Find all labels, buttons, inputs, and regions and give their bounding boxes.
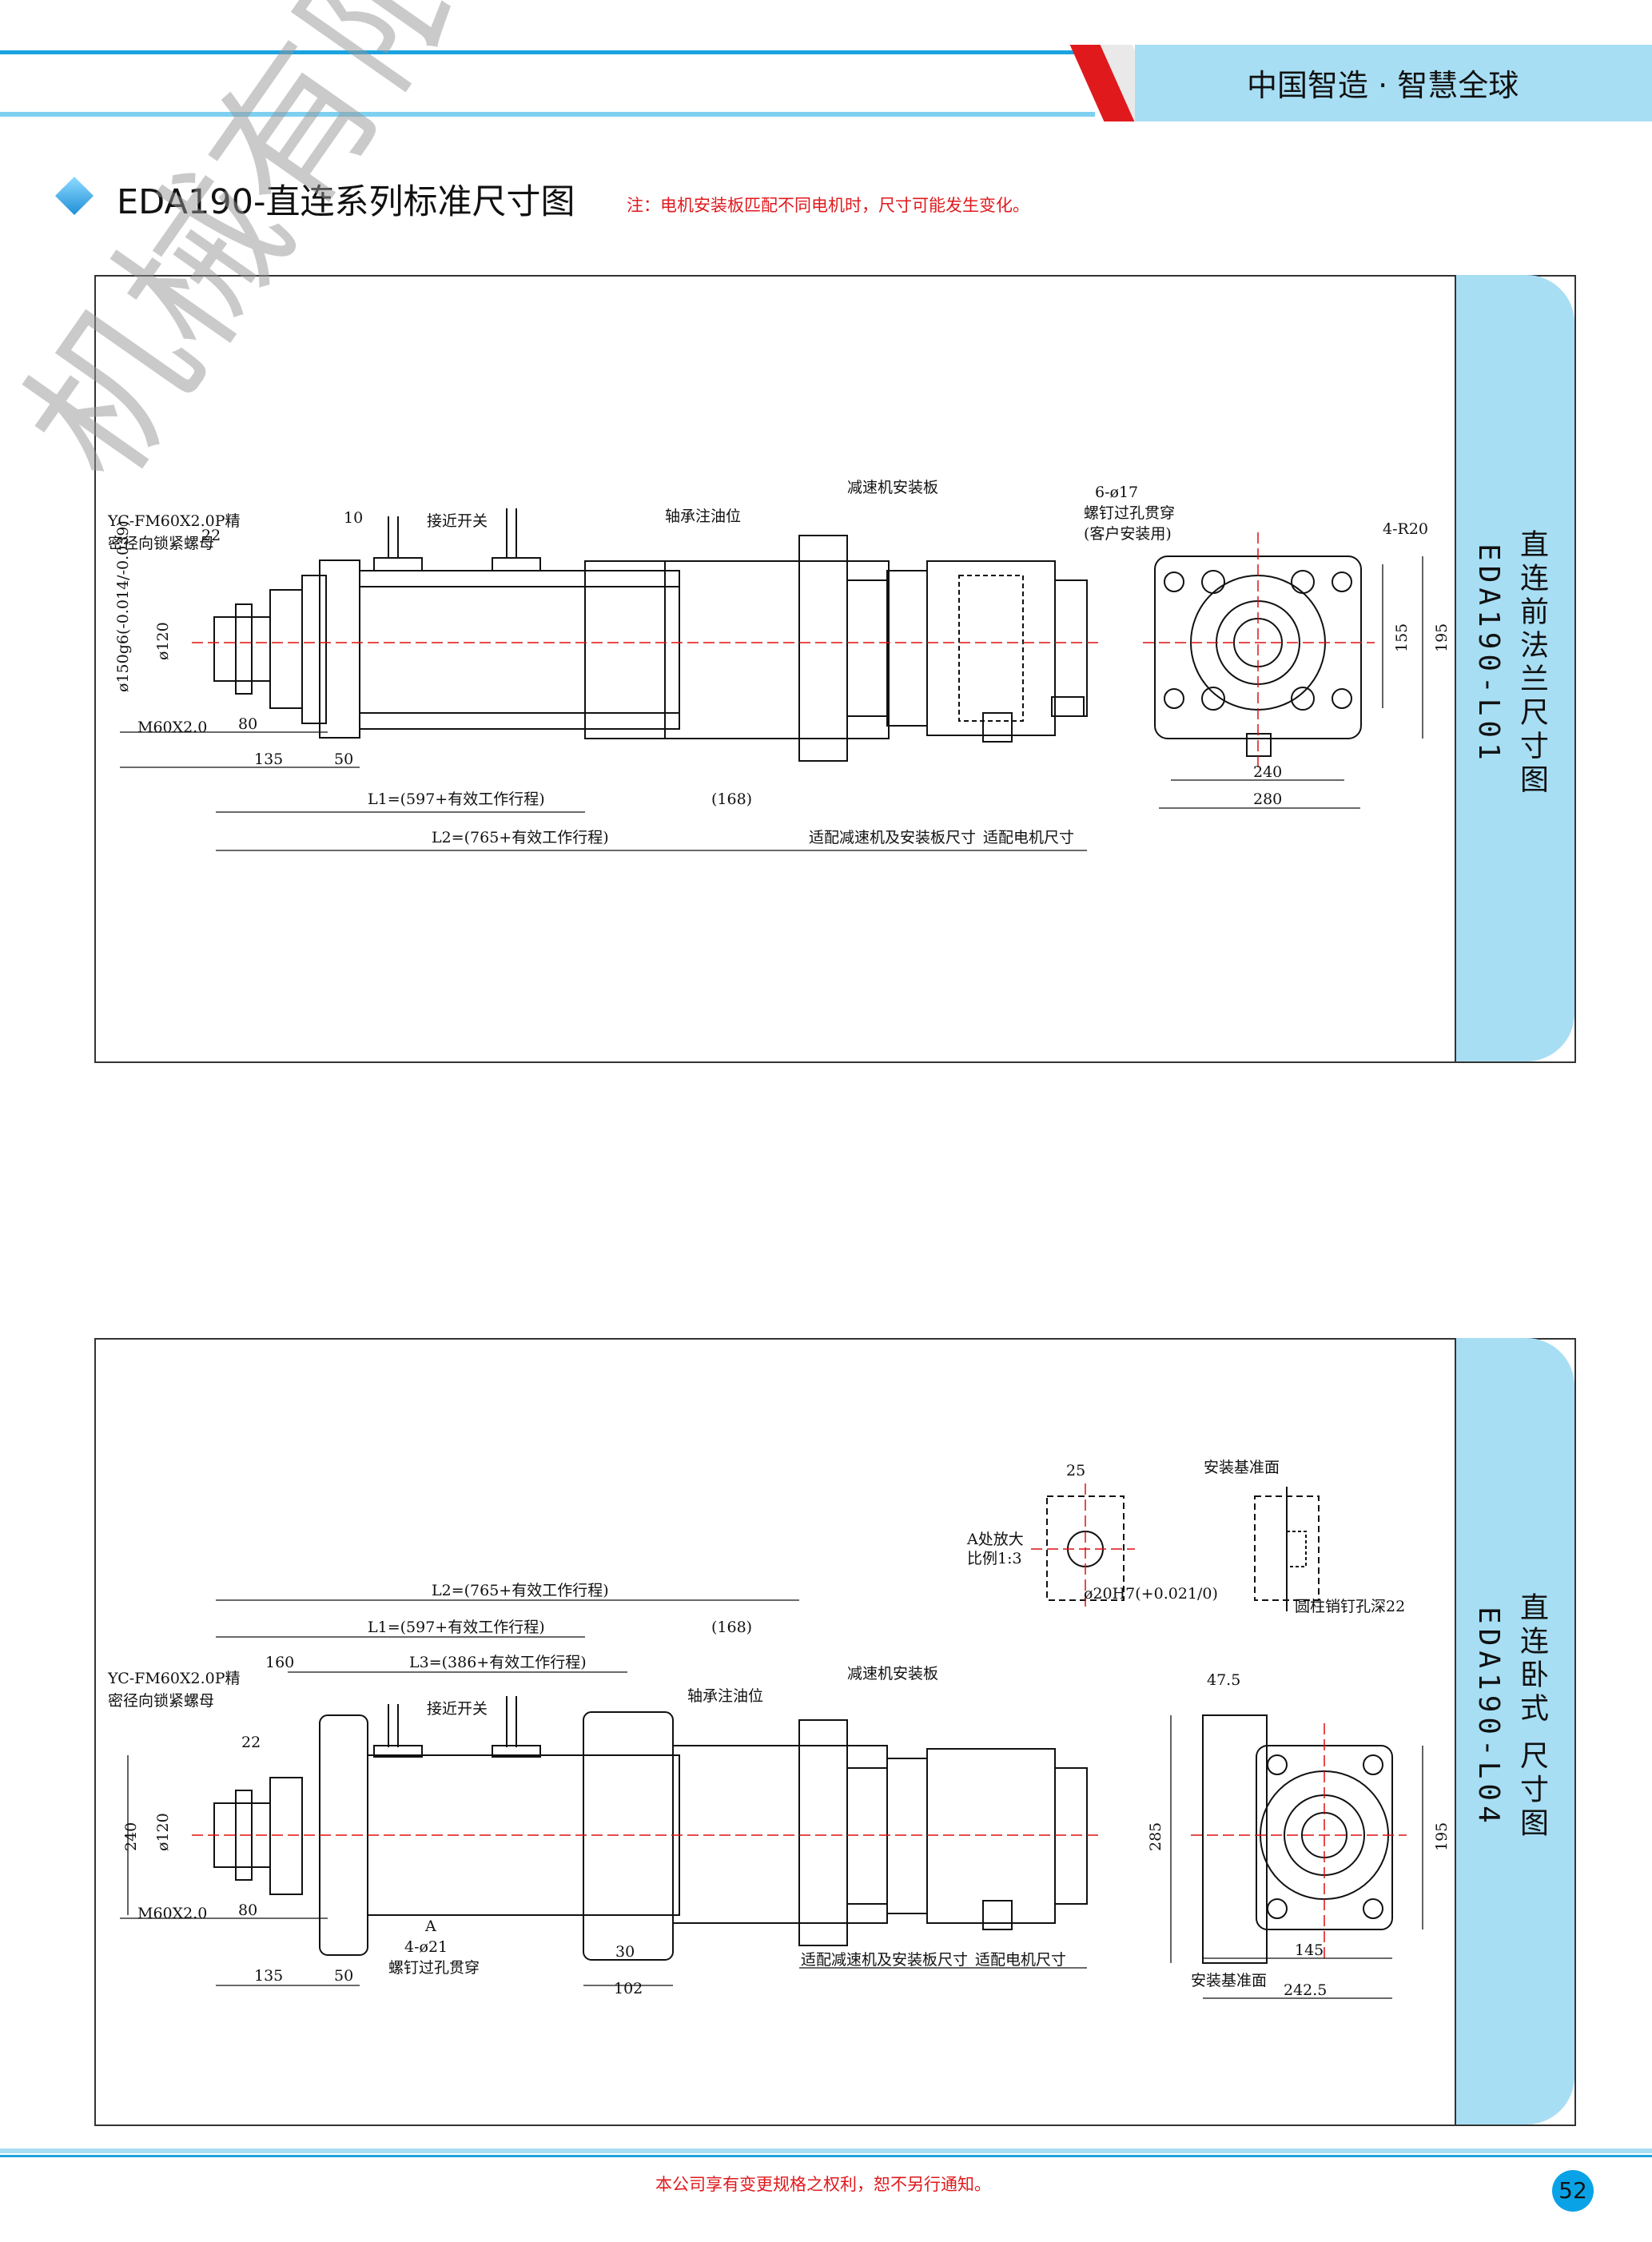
p2-detail-title-1: A处放大 (966, 1531, 1024, 1548)
header-rule-bottom (0, 112, 1095, 117)
p1-oil-label: 轴承注油位 (665, 508, 741, 525)
p2-thread: M60X2.0 (137, 1905, 207, 1922)
p2-l168: (168) (711, 1619, 752, 1636)
footer-rule-light (0, 2148, 1652, 2153)
p2-pin-hole: 圆柱销钉孔深22 (1295, 1598, 1405, 1615)
p1-plate-label: 减速机安装板 (847, 479, 938, 496)
page-title: EDA190-直连系列标准尺寸图 (117, 182, 575, 222)
p1-dim-280: 280 (1253, 790, 1282, 808)
p1-dim-50: 50 (334, 751, 353, 768)
p1-l2: L2=(765+有效工作行程) (432, 829, 609, 846)
p1-dim-22: 22 (201, 527, 221, 544)
p1-holes: 6-ø17 (1095, 484, 1138, 501)
p2-oil-label: 轴承注油位 (687, 1687, 763, 1705)
header-slogan: 中国智造 · 智慧全球 (1247, 68, 1519, 103)
p1-dim-195: 195 (1433, 623, 1451, 652)
p1-l1: L1=(597+有效工作行程) (368, 790, 545, 808)
footer-rule-dark (0, 2155, 1652, 2157)
p2-dim-2425: 242.5 (1284, 1981, 1327, 1999)
p2-reducer: 适配减速机及安装板尺寸 (801, 1951, 968, 1969)
p2-holes-desc: 螺钉过孔贯穿 (388, 1959, 480, 1977)
p2-dim-80: 80 (238, 1902, 257, 1919)
panel1-tab-title: 直连前法兰尺寸图 (1515, 529, 1548, 798)
p2-plate-label: 减速机安装板 (847, 1665, 938, 1682)
panel1-side-tab: 直连前法兰尺寸图 EDA190-L01 (1455, 275, 1574, 1061)
p2-nut-label-2: 密径向锁紧螺母 (108, 1692, 214, 1710)
p2-dim-25: 25 (1066, 1462, 1085, 1479)
p1-radius: 4-R20 (1383, 520, 1428, 538)
p1-dim-155: 155 (1393, 623, 1411, 652)
panel-front-flange (94, 275, 1576, 1063)
p2-motor: 适配电机尺寸 (975, 1951, 1066, 1969)
p2-detail-title-2: 比例1:3 (967, 1550, 1022, 1567)
p1-reducer: 适配减速机及安装板尺寸 (809, 829, 976, 846)
p2-dia120: ø120 (154, 1813, 172, 1851)
p2-dim-475: 47.5 (1207, 1671, 1240, 1689)
panel2-side-tab: 直连卧式 尺寸图 EDA190-L04 (1455, 1338, 1574, 2125)
p2-l1: L1=(597+有效工作行程) (368, 1619, 545, 1636)
p2-dim-195: 195 (1433, 1822, 1451, 1851)
p2-dim-285: 285 (1147, 1822, 1164, 1851)
drawing-horizontal: L2=(765+有效工作行程) L1=(597+有效工作行程) (168) L3… (107, 1459, 1451, 1999)
p2-nut-label-1: YC-FM60X2.0P精 (107, 1670, 241, 1687)
p2-dim-145: 145 (1295, 1941, 1324, 1959)
footer-notice: 本公司享有变更规格之权利，恕不另行通知。 (655, 2175, 991, 2194)
p1-motor: 适配电机尺寸 (983, 829, 1074, 846)
p1-holes-desc-2: (客户安装用) (1084, 525, 1172, 543)
p2-dim-240: 240 (122, 1822, 140, 1851)
drawing-front-flange: YC-FM60X2.0P精 密径向锁紧螺母 22 10 ø150g6(-0.01… (107, 479, 1451, 851)
panel2-tab-code: EDA190-L04 (1472, 1607, 1505, 1828)
p1-dim-135: 135 (254, 751, 283, 768)
p1-dim-10: 10 (344, 509, 363, 527)
p2-dim-160: 160 (265, 1654, 294, 1671)
p2-mark-a: A (424, 1917, 436, 1935)
p1-dia120: ø120 (154, 622, 172, 660)
p2-dim-50: 50 (334, 1967, 353, 1985)
panel-horizontal (94, 1338, 1576, 2126)
p1-dia150: ø150g6(-0.014/-0.039) (114, 520, 132, 692)
panel2-tab-title: 直连卧式 尺寸图 (1515, 1592, 1548, 1842)
p2-datum-bottom: 安装基准面 (1191, 1972, 1267, 1989)
p2-dim-22: 22 (241, 1734, 261, 1751)
p1-holes-desc-1: 螺钉过孔贯穿 (1084, 504, 1175, 522)
header-rule-top (0, 50, 1095, 54)
p1-nut-label-1: YC-FM60X2.0P精 (107, 512, 241, 530)
p2-datum-top: 安装基准面 (1204, 1459, 1280, 1476)
panel1-tab-code: EDA190-L01 (1472, 544, 1505, 765)
p1-l168: (168) (711, 790, 752, 808)
title-note: 注：电机安装板匹配不同电机时，尺寸可能发生变化。 (627, 196, 1029, 215)
page-number: 52 (1552, 2170, 1594, 2212)
p1-nut-label-2: 密径向锁紧螺母 (108, 535, 214, 552)
p2-l2: L2=(765+有效工作行程) (432, 1582, 609, 1599)
p1-dim-240: 240 (1253, 763, 1282, 781)
p2-dim-102: 102 (614, 1980, 643, 1997)
p1-switch-label: 接近开关 (427, 512, 488, 530)
p2-pin: ø20H7(+0.021/0) (1084, 1585, 1218, 1603)
p1-thread: M60X2.0 (137, 719, 207, 736)
p1-dim-80: 80 (238, 715, 257, 733)
p2-dim-30: 30 (615, 1943, 635, 1961)
p2-l3: L3=(386+有效工作行程) (409, 1654, 587, 1671)
p2-holes: 4-ø21 (404, 1938, 448, 1956)
header-slogan-box (1135, 45, 1652, 121)
p2-switch-label: 接近开关 (427, 1700, 488, 1718)
p2-dim-135: 135 (254, 1967, 283, 1985)
